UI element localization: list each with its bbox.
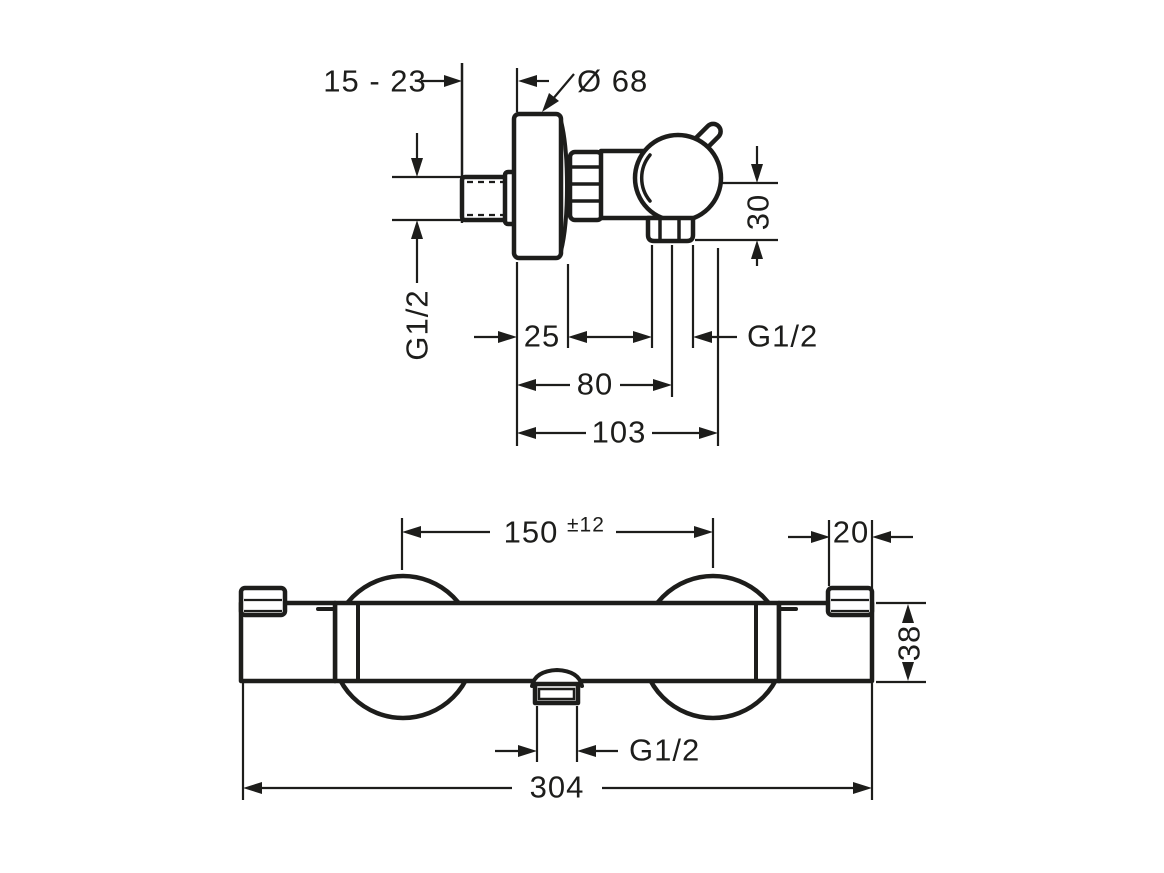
dim-wall-offset: 15 - 23 [323,64,549,99]
arrowhead [902,662,914,681]
arrowhead [411,158,423,177]
extension-lines-front [241,518,926,800]
arrowhead [577,745,596,757]
dim-body-height-label: 38 [892,625,927,661]
arrowhead [517,379,536,391]
arrowhead [902,604,914,623]
arrowhead [517,427,536,439]
arrowhead [694,526,713,538]
arrowhead [444,75,462,87]
dim-connection-tolerance-label: ±12 [567,514,605,537]
arrowhead [872,531,891,543]
arrowhead [811,531,830,543]
dim-inlet-thread-label: G1/2 [400,289,435,360]
arrowhead [518,75,537,87]
arrowhead [542,93,559,112]
dim-overall-width-label: 304 [530,770,585,805]
dim-escutcheon-depth: 25 [474,319,633,354]
dim-body-height: 38 [892,604,927,681]
handle-knob [632,132,724,224]
union-nut-ridges [570,165,602,203]
front-view-dimensions: 150 ±12 20 38 G1/2 [241,514,927,805]
arrowhead [243,782,262,794]
dim-connection-centers-label: 150 [504,515,559,550]
dim-outlet-thread-side-label: G1/2 [747,319,818,354]
dim-connection-centers: 150 ±12 [402,514,713,550]
arrowhead [699,427,718,439]
left-handle-grip-tab [238,585,288,618]
dim-outlet-center-distance: 80 [517,367,672,402]
inlet-connector [459,174,511,223]
dim-outlet-thread-front-label: G1/2 [629,733,700,768]
dim-escutcheon-diameter: Ø 68 [542,64,648,112]
arrowhead [653,379,672,391]
dim-inlet-thread: G1/2 [392,133,462,361]
side-view-dimensions: 15 - 23 Ø 68 G1/2 [323,64,818,450]
arrowhead [633,331,652,343]
dim-overall-width: 304 [243,770,872,805]
arrowhead [751,240,763,259]
union-nut [567,149,605,223]
dim-escutcheon-depth-label: 25 [524,319,560,354]
extension-lines-side [515,68,720,446]
dim-outlet-thread-front: G1/2 [495,733,700,768]
dim-escutcheon-diameter-label: Ø 68 [577,64,648,99]
dim-outlet-center-distance-label: 80 [577,367,613,402]
arrowhead [693,331,712,343]
arrowhead [411,220,423,239]
dim-handle-grip-width-label: 20 [833,515,869,550]
dim-outlet-drop-label: 30 [741,194,776,230]
escutcheon-face-curve [559,119,569,253]
arrowhead [751,164,763,183]
escutcheon-plate [511,111,564,261]
outlet-nut-side [645,215,696,244]
dim-overall-depth: 103 [517,415,718,450]
outlet-nut-inner [537,687,576,701]
dim-handle-grip-width: 20 [788,515,913,550]
side-view [459,63,724,261]
outlet-collar [530,667,584,688]
arrowhead [568,331,587,343]
arrowhead [402,526,421,538]
arrowhead [498,331,517,343]
leader-line [551,73,575,101]
dim-wall-offset-label: 15 - 23 [323,64,427,99]
front-view [238,573,875,721]
dim-overall-depth-label: 103 [592,415,647,450]
handle-inner-edge [639,153,652,203]
arrowhead [518,745,537,757]
dim-outlet-thread-side: G1/2 [633,319,818,354]
dim-outlet-drop: 30 [695,146,778,266]
arrowhead [853,782,872,794]
